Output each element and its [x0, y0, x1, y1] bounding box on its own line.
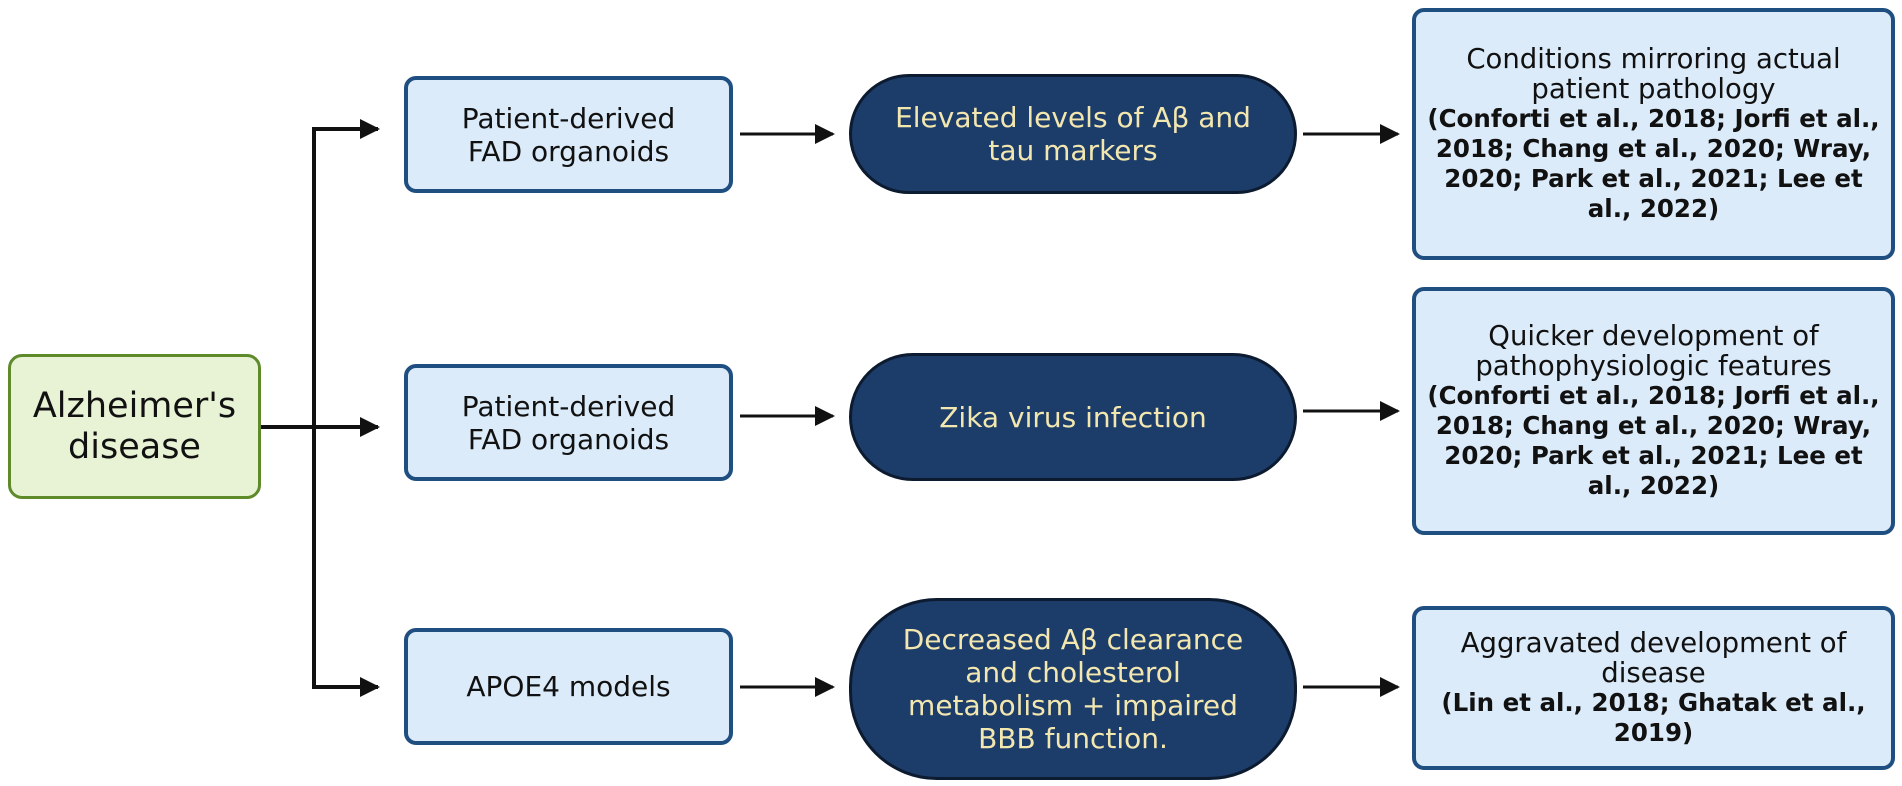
outcome-3-line2: disease — [1601, 657, 1706, 689]
citation-1-line1: (Conforti et al., 2018; Jorfi et al., — [1427, 104, 1880, 133]
effect-3-line3: metabolism + impaired — [908, 689, 1238, 722]
outcome-node-1: Conditions mirroring actual patient path… — [1412, 8, 1895, 260]
model-node-2: Patient-derived FAD organoids — [404, 364, 733, 481]
effect-node-1: Elevated levels of Aβ and tau markers — [849, 74, 1297, 194]
citation-2-line2: 2018; Chang et al., 2020; Wray, — [1435, 411, 1872, 440]
effect-1-line2: tau markers — [988, 134, 1158, 167]
effect-2-line1: Zika virus infection — [939, 400, 1207, 434]
root-node-alzheimers: Alzheimer's disease — [8, 354, 261, 499]
citation-2-line1: (Conforti et al., 2018; Jorfi et al., — [1427, 381, 1880, 410]
citation-1-line4: al., 2022) — [1587, 194, 1720, 223]
model-2-line1: Patient-derived — [461, 389, 676, 423]
effect-3-line4: BBB function. — [978, 722, 1168, 755]
outcome-node-2: Quicker development of pathophysiologic … — [1412, 287, 1895, 535]
outcome-2-line1: Quicker development of — [1488, 320, 1819, 352]
model-3-line1: APOE4 models — [466, 670, 671, 703]
effect-node-3: Decreased Aβ clearance and cholesterol m… — [849, 598, 1297, 780]
citation-3-line1: (Lin et al., 2018; Ghatak et al., — [1441, 688, 1866, 717]
outcome-node-3: Aggravated development of disease (Lin e… — [1412, 606, 1895, 770]
citation-1-line3: 2020; Park et al., 2021; Lee et — [1444, 164, 1863, 193]
citation-1-line2: 2018; Chang et al., 2020; Wray, — [1435, 134, 1872, 163]
outcome-1-line1: Conditions mirroring actual — [1466, 43, 1841, 75]
root-label-line2: disease — [68, 426, 201, 467]
model-node-3: APOE4 models — [404, 628, 733, 745]
citation-3-line2: 2019) — [1613, 718, 1694, 747]
outcome-2-line2: pathophysiologic features — [1475, 350, 1832, 382]
outcome-3-line1: Aggravated development of — [1460, 627, 1847, 659]
root-label-line1: Alzheimer's — [32, 385, 237, 426]
outcome-1-line2: patient pathology — [1531, 73, 1776, 105]
model-node-1: Patient-derived FAD organoids — [404, 76, 733, 193]
effect-1-line1: Elevated levels of Aβ and — [895, 101, 1251, 134]
effect-3-line1: Decreased Aβ clearance — [902, 623, 1244, 656]
model-1-line2: FAD organoids — [467, 134, 670, 168]
model-1-line1: Patient-derived — [461, 101, 676, 135]
model-2-line2: FAD organoids — [467, 422, 670, 456]
effect-node-2: Zika virus infection — [849, 353, 1297, 481]
effect-3-line2: and cholesterol — [965, 656, 1181, 689]
citation-2-line3: 2020; Park et al., 2021; Lee et — [1444, 441, 1863, 470]
citation-2-line4: al., 2022) — [1587, 471, 1720, 500]
